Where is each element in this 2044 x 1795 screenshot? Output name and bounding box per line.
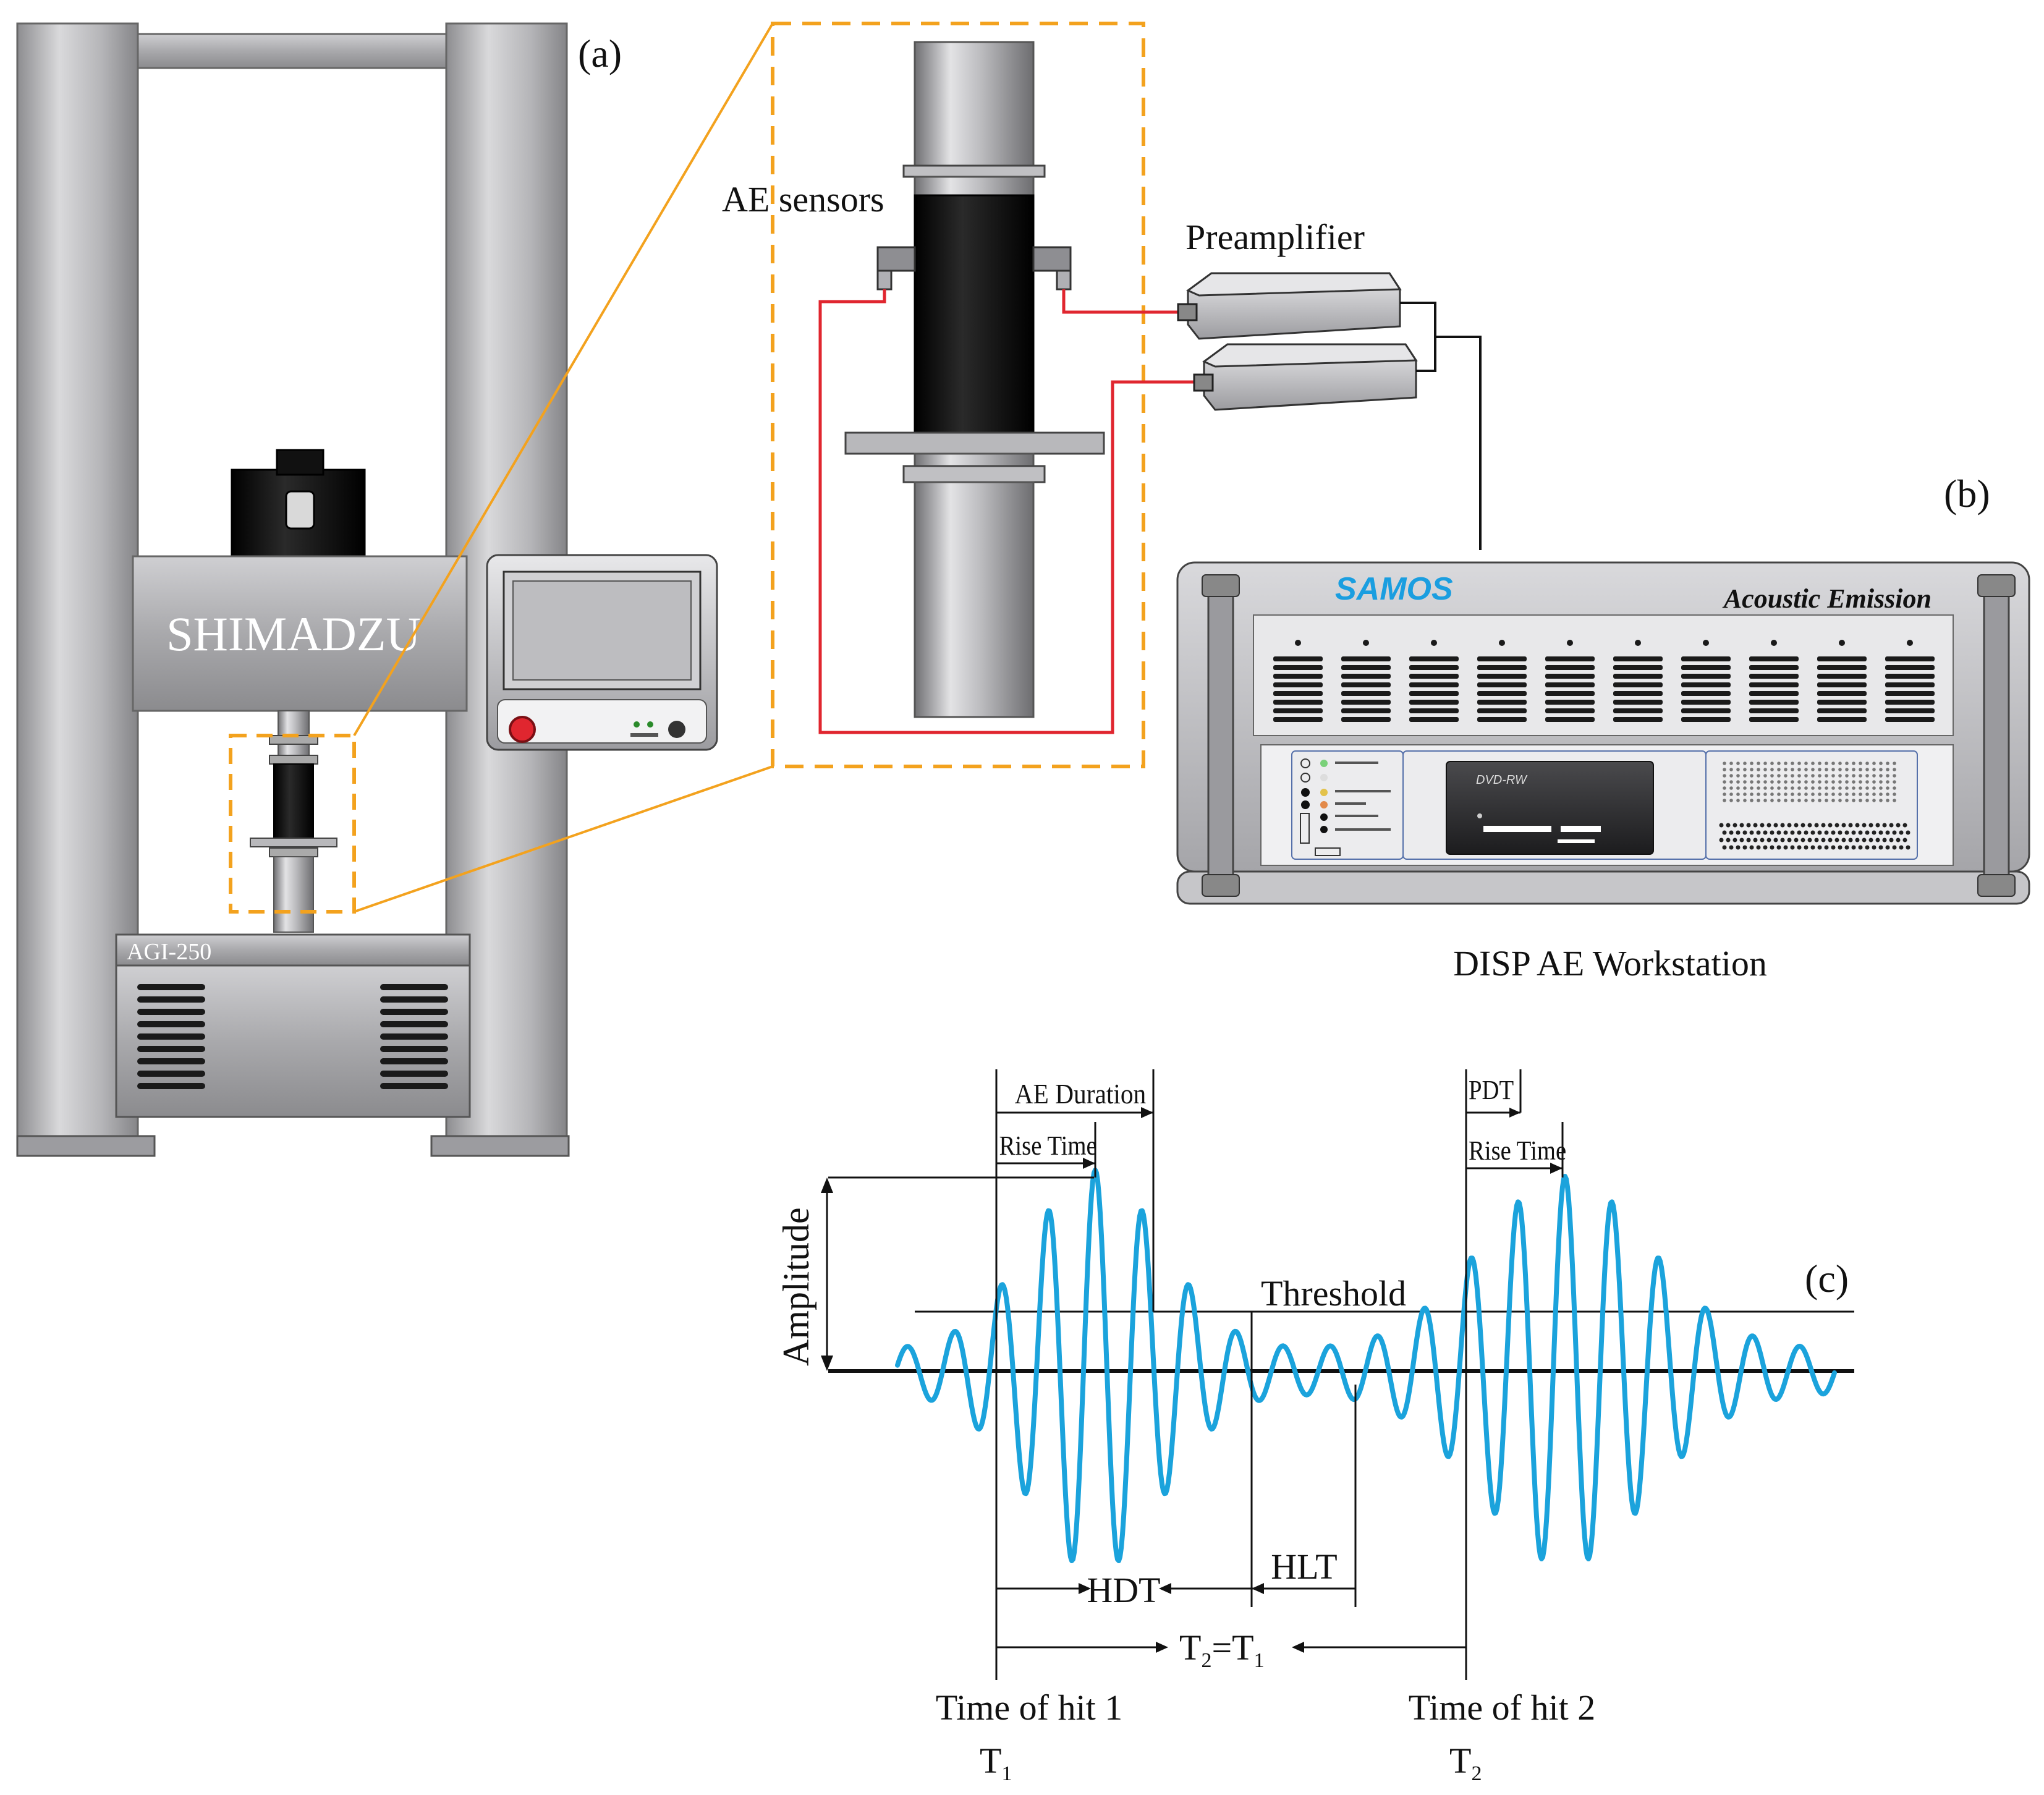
- ae-sensor-left: [876, 246, 916, 291]
- sensor-cable-right: [1062, 289, 1178, 314]
- base-body: [115, 964, 471, 1118]
- preamplifier-label: Preamplifier: [1185, 217, 1365, 257]
- speaker-panel: [1705, 750, 1918, 860]
- workstation-brand: SAMOS: [1335, 571, 1453, 607]
- pdt-label: PDT: [1469, 1075, 1514, 1105]
- ae-sensor-right: [1032, 246, 1072, 291]
- hit1-label: Time of hit 1: [936, 1687, 1122, 1728]
- hit2-symbol: T2: [1449, 1741, 1482, 1785]
- zoom-box-large: [771, 22, 1145, 768]
- crosshead: [132, 555, 468, 712]
- rack-handle-left: [1207, 577, 1234, 891]
- load-cell-window: [285, 490, 315, 530]
- panel-label-c: (c): [1805, 1257, 1849, 1301]
- ae-waveform-diagram: Amplitude AE Duration Rise Time PDT Rise…: [776, 1069, 1854, 1785]
- lower-platen-ring-2: [902, 465, 1046, 483]
- preamp-output-cable-lower: [1416, 336, 1482, 550]
- upper-platen-ring: [902, 164, 1046, 178]
- zoom-box-small: [229, 734, 356, 914]
- panel-label-a: (a): [578, 32, 622, 75]
- lower-platen-ring-1: [914, 452, 1035, 467]
- rack-bottom-rail: [1176, 870, 2030, 905]
- ae-workstation: DVD-RW SAMOS Acoustic Emission: [1176, 561, 2030, 905]
- lower-platen-cylinder: [914, 481, 1035, 718]
- time-relation-label: T2=T1: [1179, 1627, 1265, 1672]
- machine-brand: SHIMADZU: [166, 607, 421, 661]
- testing-machine: SHIMADZU AGI-250: [16, 22, 774, 1157]
- machine-model: AGI-250: [127, 939, 211, 965]
- ae-duration-label: AE Duration: [1015, 1079, 1147, 1110]
- base-vent-right: [380, 984, 448, 1089]
- speaker-grille-dark: [1719, 823, 1910, 850]
- threshold-label: Threshold: [1261, 1273, 1406, 1313]
- speaker-grille: [1723, 762, 1896, 802]
- upper-spacer: [914, 176, 1035, 197]
- zoom-leader-top: [353, 22, 774, 737]
- panel-label-b: (b): [1944, 472, 1990, 516]
- control-panel: [486, 554, 718, 751]
- hdt-label: HDT: [1087, 1570, 1160, 1610]
- lower-platen-plate: [844, 431, 1105, 455]
- rock-specimen: [914, 194, 1035, 434]
- sensor-cable-left: [818, 289, 1199, 734]
- small-specimen: [273, 763, 314, 839]
- ae-waveform: [895, 1168, 1837, 1563]
- load-cell-cap: [276, 449, 324, 476]
- hlt-label: HLT: [1271, 1547, 1337, 1587]
- preamplifier-upper: [1177, 272, 1402, 340]
- left-foot: [16, 1135, 156, 1157]
- hit1-symbol: T1: [980, 1741, 1012, 1785]
- upper-collar-2: [269, 755, 318, 765]
- preamplifiers: [1177, 272, 1482, 550]
- rack-handle-right: [1983, 577, 2010, 891]
- rise-time-1-label: Rise Time: [999, 1131, 1097, 1161]
- enlarged-specimen-assembly: [771, 22, 1199, 768]
- top-crossbar: [132, 33, 468, 69]
- workstation-subtitle: Acoustic Emission: [1722, 583, 1932, 614]
- lower-collar: [269, 847, 318, 857]
- preamp-output-cable-upper: [1400, 302, 1436, 337]
- workstation-label: DISP AE Workstation: [1453, 943, 1767, 983]
- base-vent-left: [137, 984, 205, 1089]
- ae-sensors-label: AE sensors: [722, 179, 884, 219]
- small-platen: [250, 838, 337, 847]
- preamplifier-lower: [1193, 343, 1418, 411]
- lower-rod: [273, 856, 314, 933]
- right-foot: [430, 1135, 570, 1157]
- upper-platen-cylinder: [914, 41, 1035, 167]
- dvd-drive-label: DVD-RW: [1476, 773, 1528, 787]
- amplitude-label: Amplitude: [776, 1207, 816, 1366]
- emergency-stop-icon: [509, 716, 536, 743]
- rise-time-2-label: Rise Time: [1469, 1135, 1566, 1166]
- vent-slots: [1273, 640, 1935, 722]
- zoom-leader-bottom: [354, 765, 773, 913]
- hit2-label: Time of hit 2: [1409, 1687, 1595, 1728]
